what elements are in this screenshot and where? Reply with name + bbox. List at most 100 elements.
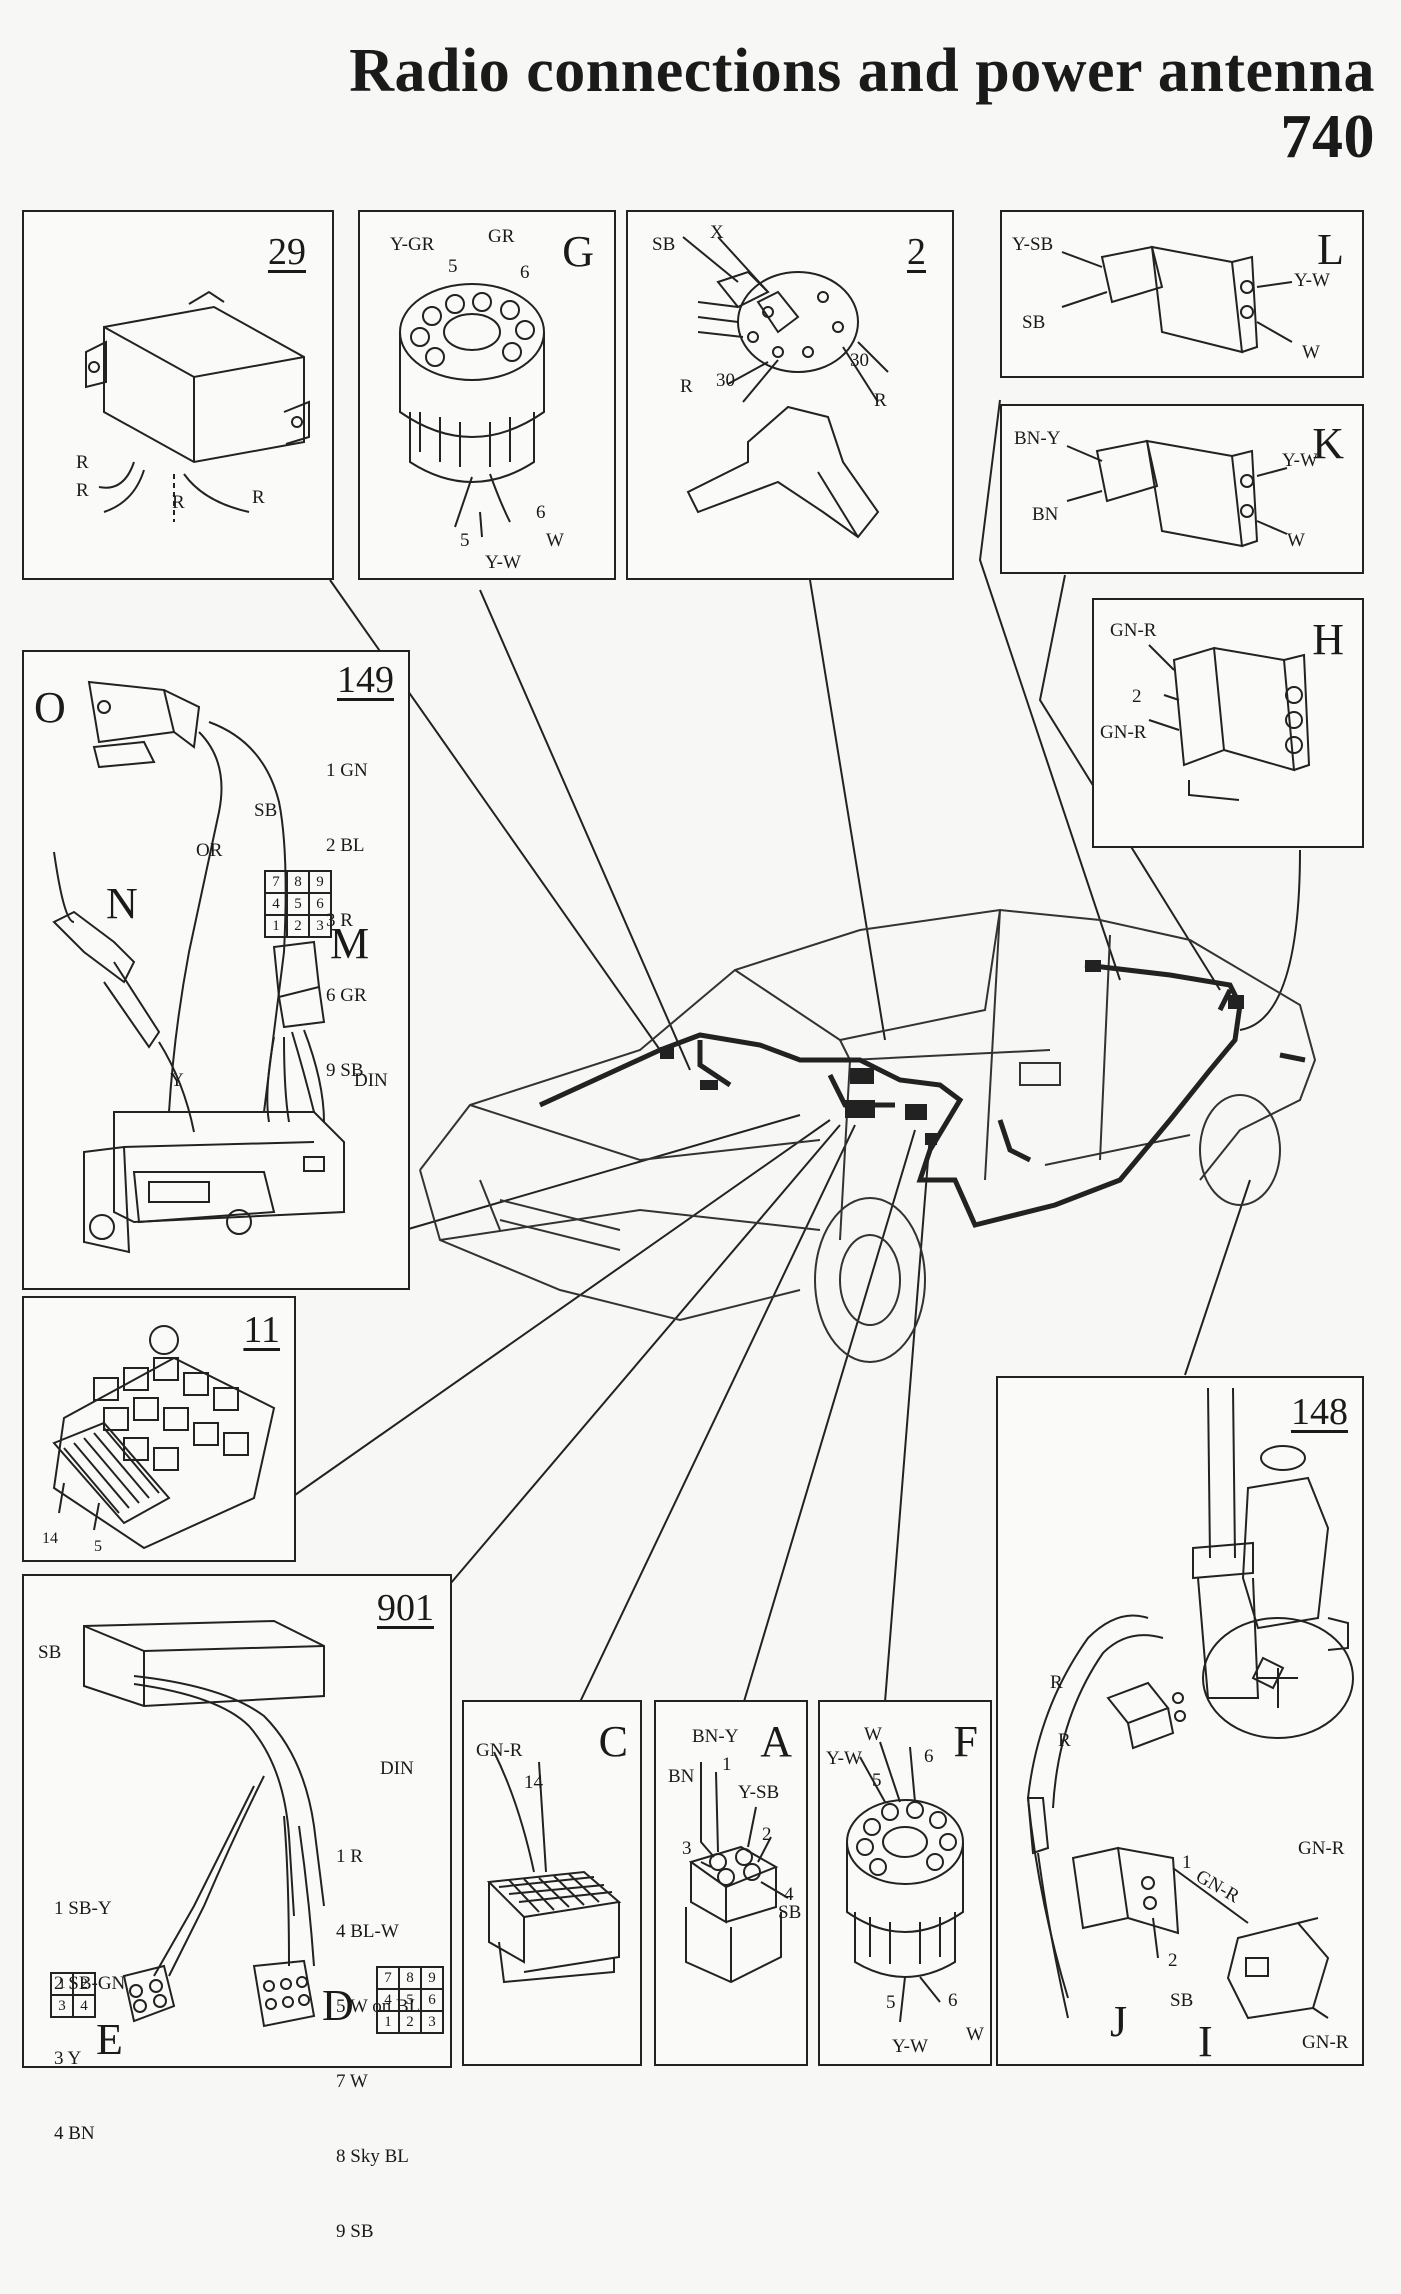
wire-label: W xyxy=(546,530,564,551)
panel-2: 2 SB X R 30 30 R xyxy=(626,210,954,580)
wire-color-item: 1 R xyxy=(336,1846,363,1867)
pin-cell: 1 xyxy=(377,2011,399,2033)
pin-grid-D: 7 8 9 4 5 6 1 2 3 xyxy=(376,1966,444,2034)
wire-label: Y-GR xyxy=(390,234,435,255)
wire-label: W xyxy=(1302,342,1320,363)
wire-color-item: 2 BL xyxy=(326,835,365,856)
wire-label: GN-R xyxy=(1110,620,1157,641)
pin-label: 5 xyxy=(886,1992,896,2013)
panel-11: 11 14 5 xyxy=(22,1296,296,1562)
panel-letter: K xyxy=(1312,419,1344,468)
connector-M-letter: M xyxy=(330,919,370,968)
wire-label: Y-SB xyxy=(738,1782,780,1803)
wire-label: GN-R xyxy=(476,1740,523,1761)
leader-A xyxy=(724,1129,916,1766)
wire-label: R xyxy=(76,452,89,473)
wire-color-item: 4 BL-W xyxy=(336,1921,399,1942)
panel-29: 29 R R R R xyxy=(22,210,334,580)
panel-letter: A xyxy=(760,1717,792,1766)
leader-149 xyxy=(404,1114,801,1231)
wire-color-item: 6 GR xyxy=(326,985,367,1006)
panel-letter: L xyxy=(1317,225,1344,274)
wire-label: BN-Y xyxy=(692,1726,739,1747)
leader-L xyxy=(978,399,1121,981)
panel-A: A BN-Y 1 BN Y-SB 3 2 4 SB xyxy=(654,1700,808,2066)
panel-letter: F xyxy=(953,1717,978,1766)
car-connectors xyxy=(660,960,1244,1145)
wire-label: Y-W xyxy=(1282,450,1318,471)
wire-label: GN-R xyxy=(1298,1838,1345,1859)
connector-O-letter: O xyxy=(34,683,66,732)
leader-H xyxy=(1239,849,1301,1031)
wire-color-item: 1 SB-Y xyxy=(54,1898,112,1919)
fuse-number: 5 xyxy=(94,1538,102,1555)
pin-label: 6 xyxy=(948,1990,958,2011)
panel-number: 2 xyxy=(907,231,926,273)
connector-K-drawing xyxy=(1066,439,1288,548)
power-antenna-drawing xyxy=(1026,1387,1354,2020)
panel-letter: C xyxy=(598,1717,628,1766)
pin-label: 30 xyxy=(716,370,735,391)
wire-label: Y-W xyxy=(485,552,521,573)
wire-label: W xyxy=(864,1724,882,1745)
wire-label: SB xyxy=(652,234,676,255)
connector-I-letter: I xyxy=(1198,2017,1213,2066)
connector-N-letter: N xyxy=(106,879,138,928)
pin-label: 5 xyxy=(872,1770,882,1791)
wire-color-item: 7 W xyxy=(336,2071,368,2092)
wire-label: R xyxy=(1058,1730,1071,1751)
panel-number: 29 xyxy=(268,231,306,273)
control-module-drawing xyxy=(85,290,310,522)
wire-color-list-D: 1 R 4 BL-W 5 W on BL 7 W 8 Sky BL 9 SB xyxy=(336,1794,420,2294)
panel-C: C GN-R 14 xyxy=(462,1700,642,2066)
wire-label: Y-W xyxy=(892,2036,928,2057)
pin-cell: 2 xyxy=(73,1973,95,1995)
connector-E-letter: E xyxy=(96,2015,123,2064)
wire-label: BN xyxy=(668,1766,695,1787)
fuse-box-drawing xyxy=(52,1325,276,1550)
leader-C xyxy=(549,1124,856,1766)
fuse-number: 14 xyxy=(42,1530,58,1547)
pin-cell: 3 xyxy=(309,915,331,937)
panel-number: 901 xyxy=(377,1587,434,1629)
pin-label: 14 xyxy=(524,1772,543,1793)
pin-label: 4 xyxy=(784,1884,794,1905)
wire-label: SB xyxy=(38,1642,62,1663)
round-connector-drawing xyxy=(399,283,545,538)
pin-cell: 2 xyxy=(399,2011,421,2033)
wire-label: BN xyxy=(1032,504,1059,525)
diagram-drawing xyxy=(294,399,1317,1766)
leader-G xyxy=(479,589,691,1071)
wire-label: BN-Y xyxy=(1014,428,1061,449)
panel-L: L Y-SB SB Y-W W xyxy=(1000,210,1364,378)
pin-cell: 6 xyxy=(309,893,331,915)
pin-label: 3 xyxy=(682,1838,692,1859)
pin-label: 30 xyxy=(850,350,869,371)
pin-label: 1 xyxy=(1182,1852,1192,1873)
wire-label: SB xyxy=(254,800,278,821)
wire-label: R xyxy=(1050,1672,1063,1693)
pin-cell: 4 xyxy=(73,1995,95,2017)
title-line1: Radio connections and power antenna xyxy=(349,37,1375,105)
wire-label: R xyxy=(76,480,89,501)
wire-color-item: 3 Y xyxy=(54,2048,82,2069)
wire-label: R xyxy=(252,487,265,508)
wire-label: Y-W xyxy=(1294,270,1330,291)
pin-cell: 9 xyxy=(421,1967,443,1989)
wire-color-item: 4 BN xyxy=(54,2123,95,2144)
pin-label: 2 xyxy=(1132,686,1142,707)
pin-cell: 2 xyxy=(287,915,309,937)
wire-label: Y-W xyxy=(826,1748,862,1769)
pin-label: 2 xyxy=(762,1824,772,1845)
connector-C-drawing xyxy=(486,1751,622,1984)
wire-label: R xyxy=(172,492,185,513)
amplifier-drawing xyxy=(83,1619,325,2028)
pin-cell: 3 xyxy=(421,2011,443,2033)
panel-number: 148 xyxy=(1291,1391,1348,1433)
panel-number: 11 xyxy=(243,1309,280,1351)
pin-cell: 4 xyxy=(377,1989,399,2011)
wire-label: DIN xyxy=(380,1758,414,1779)
pin-label: 2 xyxy=(1168,1950,1178,1971)
connector-D-letter: D xyxy=(322,1981,354,2030)
connector-L-drawing xyxy=(1061,245,1293,354)
